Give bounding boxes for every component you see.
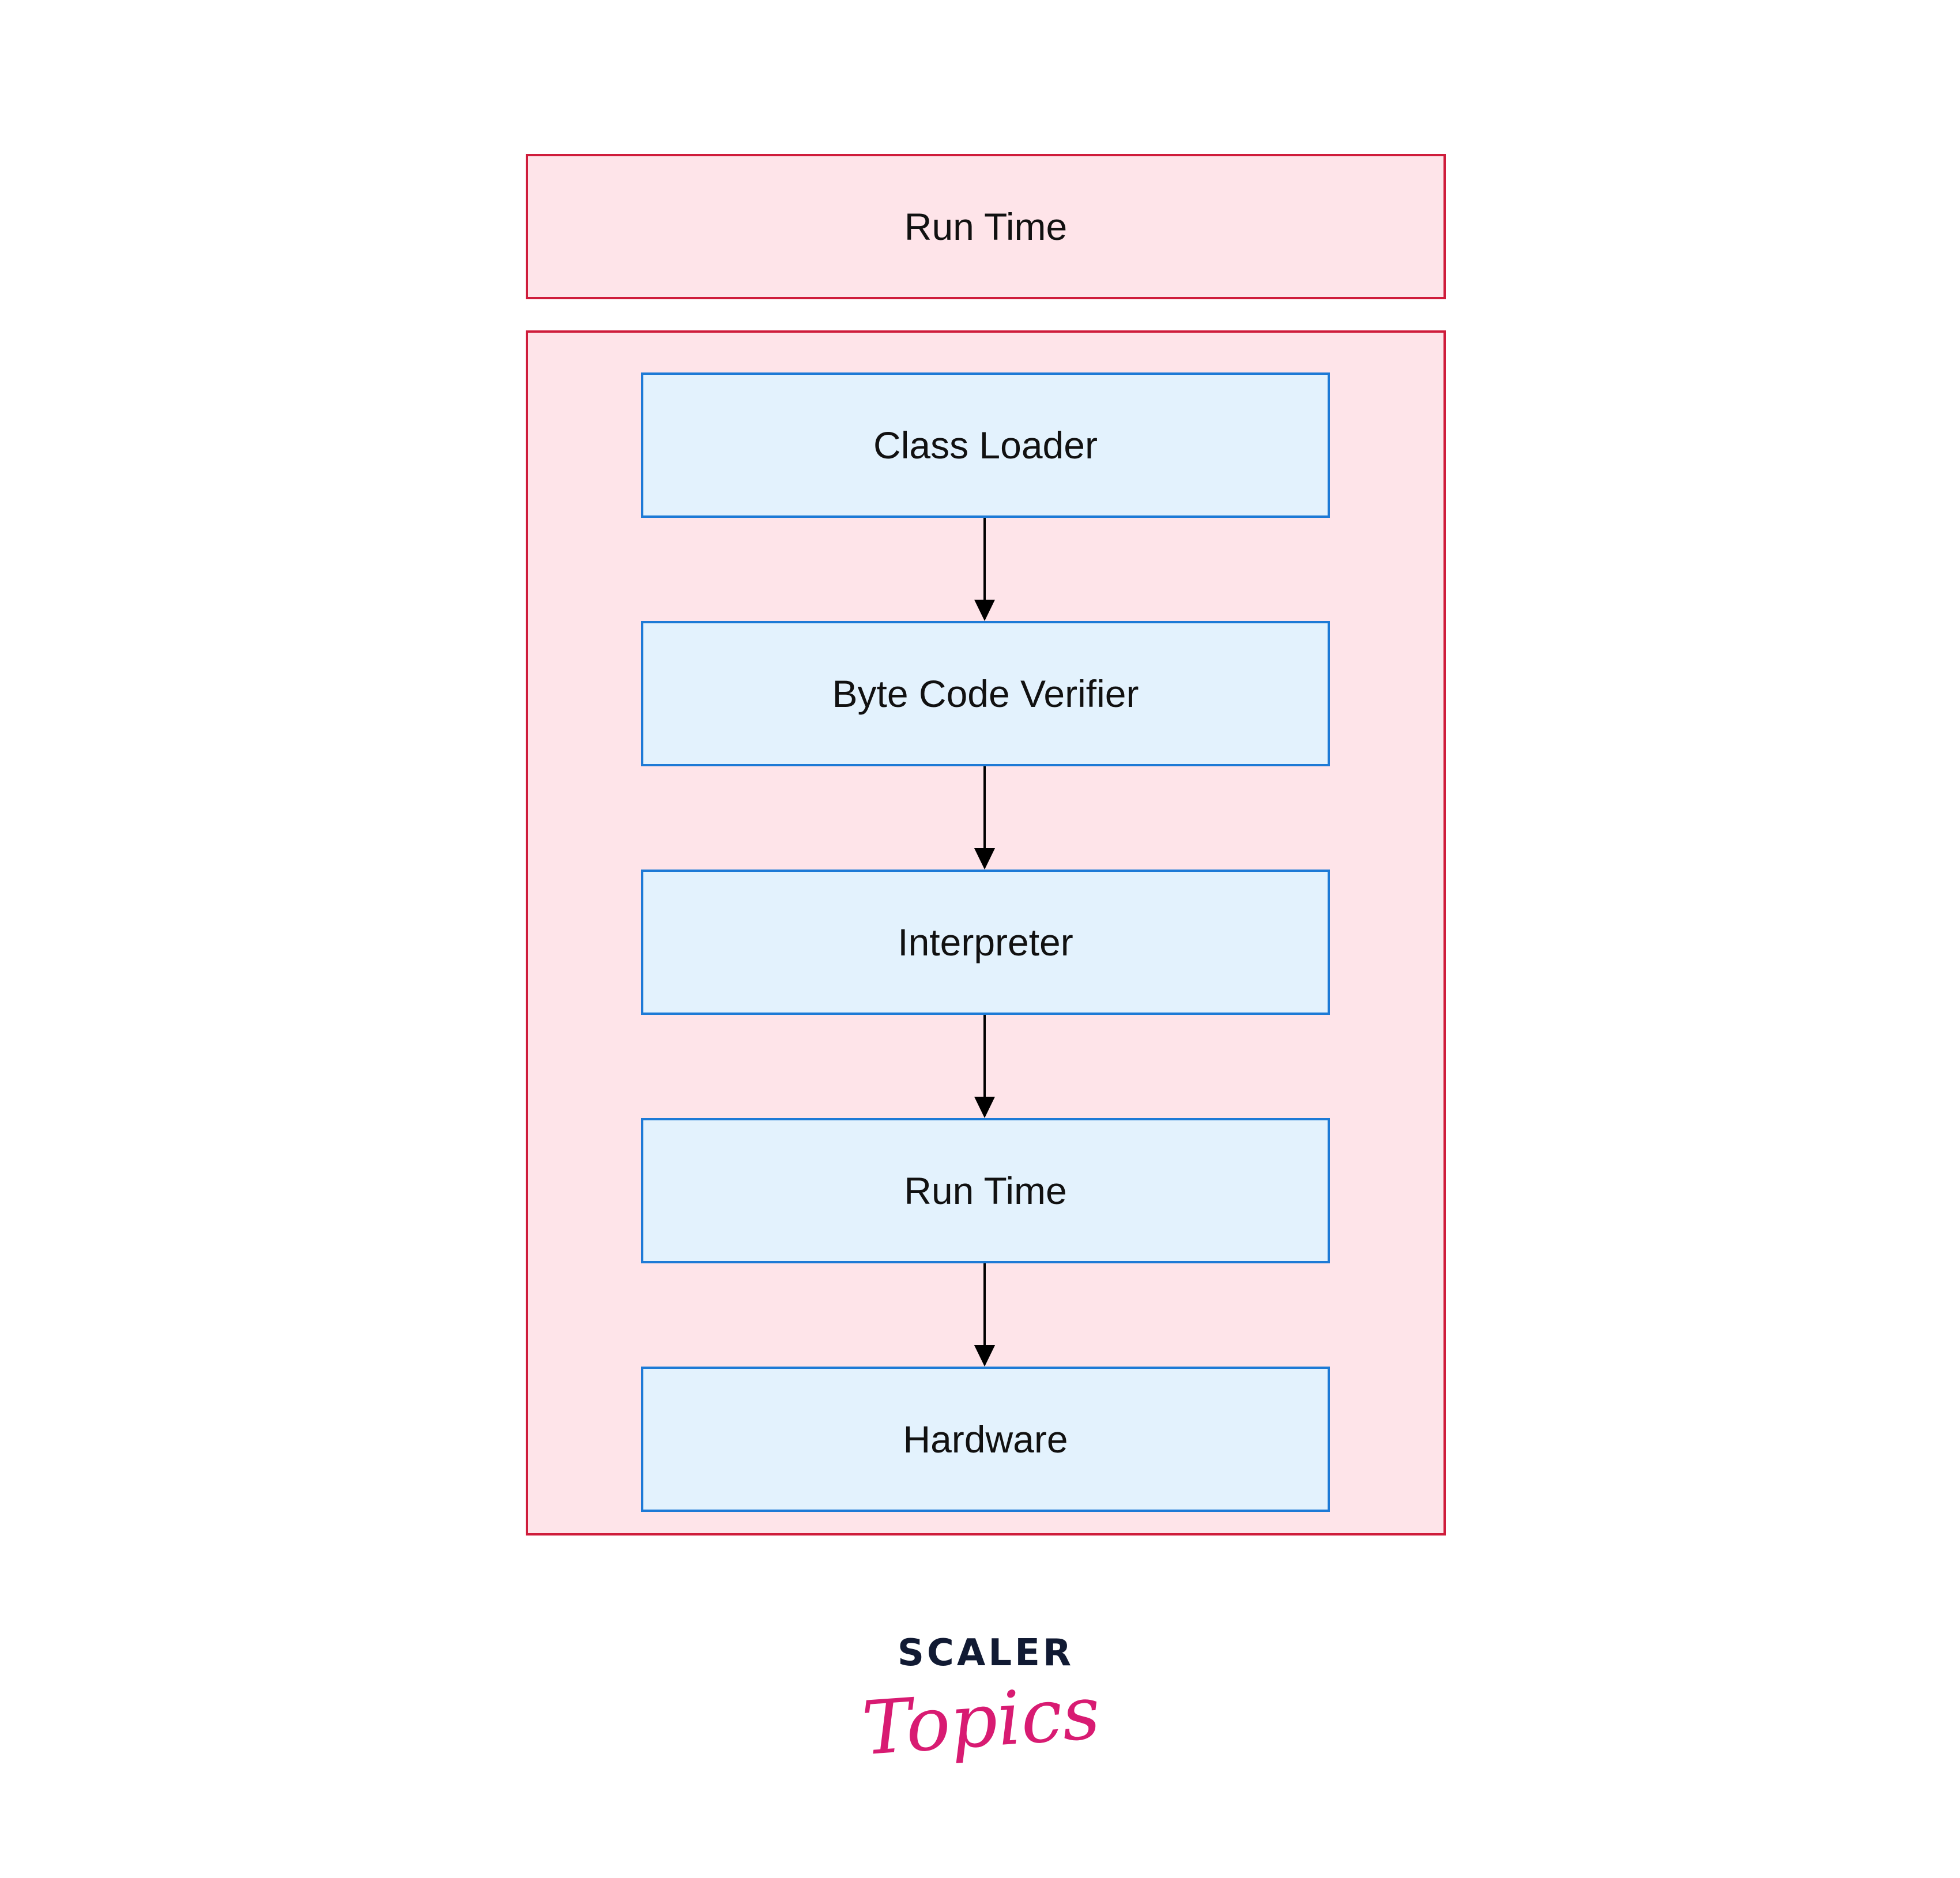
runtime-box: Run Time xyxy=(641,1118,1330,1263)
logo-script-topics: Topics xyxy=(865,1677,1103,1772)
interpreter-label: Interpreter xyxy=(898,921,1073,964)
scaler-topics-logo: SCALER Topics xyxy=(865,1632,1107,1793)
hardware-box: Hardware xyxy=(641,1367,1330,1512)
class-loader-box: Class Loader xyxy=(641,372,1330,518)
top-runtime-box: Run Time xyxy=(526,154,1446,299)
logo-wordmark: SCALER xyxy=(897,1632,1075,1674)
byte-code-verifier-box: Byte Code Verifier xyxy=(641,621,1330,766)
logo-script-text: Topics xyxy=(865,1677,1103,1772)
byte-code-verifier-label: Byte Code Verifier xyxy=(832,672,1139,715)
runtime-label: Run Time xyxy=(904,1169,1067,1212)
interpreter-box: Interpreter xyxy=(641,870,1330,1015)
class-loader-label: Class Loader xyxy=(873,424,1098,466)
hardware-label: Hardware xyxy=(903,1418,1068,1461)
top-runtime-label: Run Time xyxy=(904,205,1068,248)
